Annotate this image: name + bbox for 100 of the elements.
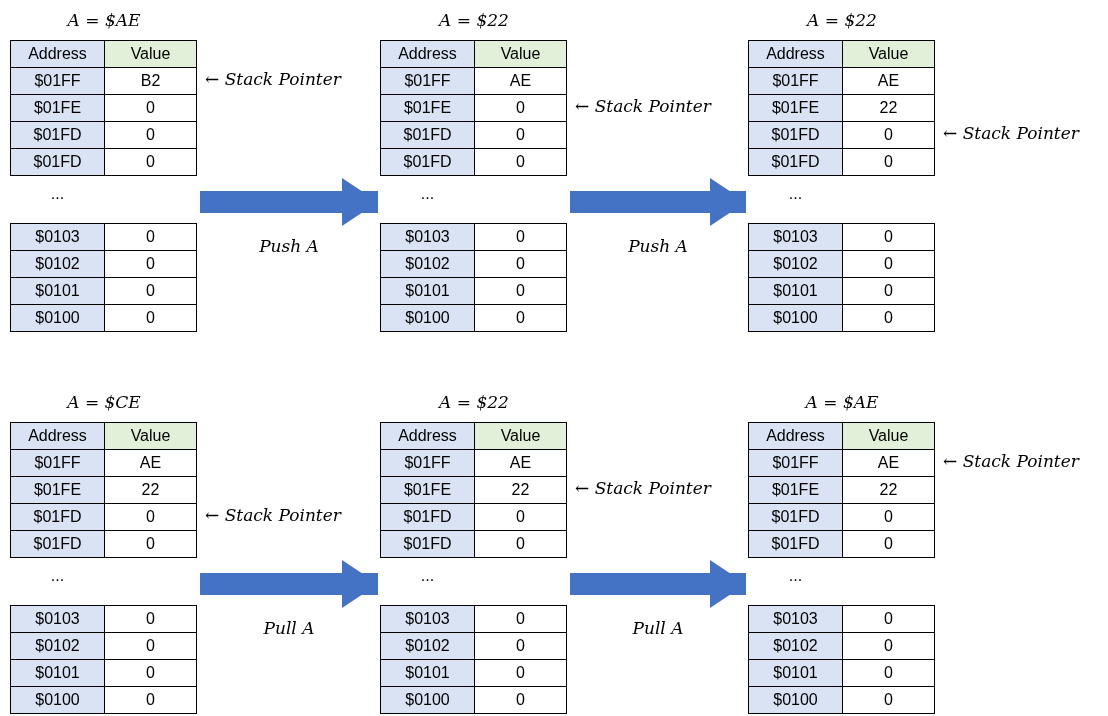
- address-cell: $01FF: [380, 67, 475, 95]
- edge-label: Pull A: [631, 618, 685, 638]
- address-cell: $0100: [10, 304, 105, 332]
- value-cell: 0: [104, 304, 197, 332]
- address-cell: $0102: [748, 250, 843, 278]
- address-cell: $01FD: [380, 148, 475, 176]
- value-cell: 0: [474, 605, 567, 633]
- address-cell: $01FF: [10, 67, 105, 95]
- block-arrow: [200, 560, 378, 608]
- value-cell: 0: [104, 530, 197, 558]
- address-cell: $01FD: [748, 148, 843, 176]
- block-arrow: [200, 178, 378, 226]
- stack-pointer-label: ← Stack Pointer: [205, 69, 341, 89]
- address-cell: $0103: [10, 223, 105, 251]
- address-cell: $0103: [748, 605, 843, 633]
- ellipsis-text: ...: [419, 567, 436, 585]
- value-cell: 0: [842, 605, 935, 633]
- value-cell: 0: [842, 148, 935, 176]
- address-cell: $01FD: [380, 121, 475, 149]
- address-cell: $0103: [10, 605, 105, 633]
- address-cell: $0103: [380, 223, 475, 251]
- register-value-heading: A = $22: [805, 10, 878, 30]
- column-header: Address: [380, 422, 475, 450]
- ellipsis-text: ...: [49, 185, 66, 203]
- address-cell: $01FD: [10, 503, 105, 531]
- edge-label: Pull A: [262, 618, 316, 638]
- address-cell: $01FF: [10, 449, 105, 477]
- edge-label: Push A: [627, 236, 689, 256]
- value-cell: 0: [474, 304, 567, 332]
- ellipsis-text: ...: [787, 185, 804, 203]
- value-cell: 0: [842, 686, 935, 714]
- address-cell: $0101: [10, 277, 105, 305]
- address-cell: $01FF: [748, 449, 843, 477]
- column-header: Address: [748, 422, 843, 450]
- address-cell: $01FE: [380, 94, 475, 122]
- address-cell: $01FE: [10, 476, 105, 504]
- column-header: Address: [10, 422, 105, 450]
- address-cell: $0102: [10, 250, 105, 278]
- address-cell: $01FE: [748, 476, 843, 504]
- stack-pointer-label: ← Stack Pointer: [575, 478, 711, 498]
- block-arrow: [570, 178, 746, 226]
- address-cell: $01FD: [748, 503, 843, 531]
- address-cell: $01FF: [380, 449, 475, 477]
- address-cell: $01FD: [748, 121, 843, 149]
- address-cell: $0103: [380, 605, 475, 633]
- address-cell: $0100: [748, 304, 843, 332]
- address-cell: $0101: [10, 659, 105, 687]
- stack-pointer-label: ← Stack Pointer: [943, 451, 1079, 471]
- register-value-heading: A = $CE: [65, 392, 142, 412]
- register-value-heading: A = $AE: [803, 392, 880, 412]
- column-header: Value: [842, 422, 935, 450]
- value-cell: 0: [474, 148, 567, 176]
- value-cell: 0: [842, 530, 935, 558]
- address-cell: $01FE: [10, 94, 105, 122]
- value-cell: 0: [842, 304, 935, 332]
- address-cell: $0101: [380, 277, 475, 305]
- address-cell: $0101: [380, 659, 475, 687]
- address-cell: $0100: [380, 304, 475, 332]
- address-cell: $0102: [380, 250, 475, 278]
- address-cell: $0100: [748, 686, 843, 714]
- block-arrow: [570, 560, 746, 608]
- address-cell: $01FF: [748, 67, 843, 95]
- address-cell: $0102: [748, 632, 843, 660]
- address-cell: $01FD: [380, 530, 475, 558]
- address-cell: $01FE: [748, 94, 843, 122]
- ellipsis-text: ...: [787, 567, 804, 585]
- column-header: Value: [474, 422, 567, 450]
- address-cell: $01FD: [380, 503, 475, 531]
- address-cell: $0101: [748, 659, 843, 687]
- address-cell: $0103: [748, 223, 843, 251]
- address-cell: $0100: [380, 686, 475, 714]
- stack-pointer-label: ← Stack Pointer: [943, 123, 1079, 143]
- register-value-heading: A = $AE: [65, 10, 142, 30]
- address-cell: $01FE: [380, 476, 475, 504]
- register-value-heading: A = $22: [437, 392, 510, 412]
- column-header: Value: [104, 40, 197, 68]
- ellipsis-text: ...: [419, 185, 436, 203]
- stack-pointer-label: ← Stack Pointer: [205, 505, 341, 525]
- column-header: Value: [842, 40, 935, 68]
- address-cell: $0102: [380, 632, 475, 660]
- stack-pointer-label: ← Stack Pointer: [575, 96, 711, 116]
- address-cell: $01FD: [10, 121, 105, 149]
- value-cell: 0: [474, 530, 567, 558]
- value-cell: 0: [474, 686, 567, 714]
- value-cell: 0: [474, 223, 567, 251]
- address-cell: $01FD: [10, 530, 105, 558]
- value-cell: 0: [104, 223, 197, 251]
- address-cell: $01FD: [748, 530, 843, 558]
- column-header: Address: [10, 40, 105, 68]
- column-header: Value: [474, 40, 567, 68]
- ellipsis-text: ...: [49, 567, 66, 585]
- address-cell: $01FD: [10, 148, 105, 176]
- register-value-heading: A = $22: [437, 10, 510, 30]
- value-cell: 0: [842, 223, 935, 251]
- value-cell: 0: [104, 148, 197, 176]
- column-header: Value: [104, 422, 197, 450]
- edge-label: Push A: [258, 236, 320, 256]
- address-cell: $0100: [10, 686, 105, 714]
- value-cell: 0: [104, 605, 197, 633]
- value-cell: 0: [104, 686, 197, 714]
